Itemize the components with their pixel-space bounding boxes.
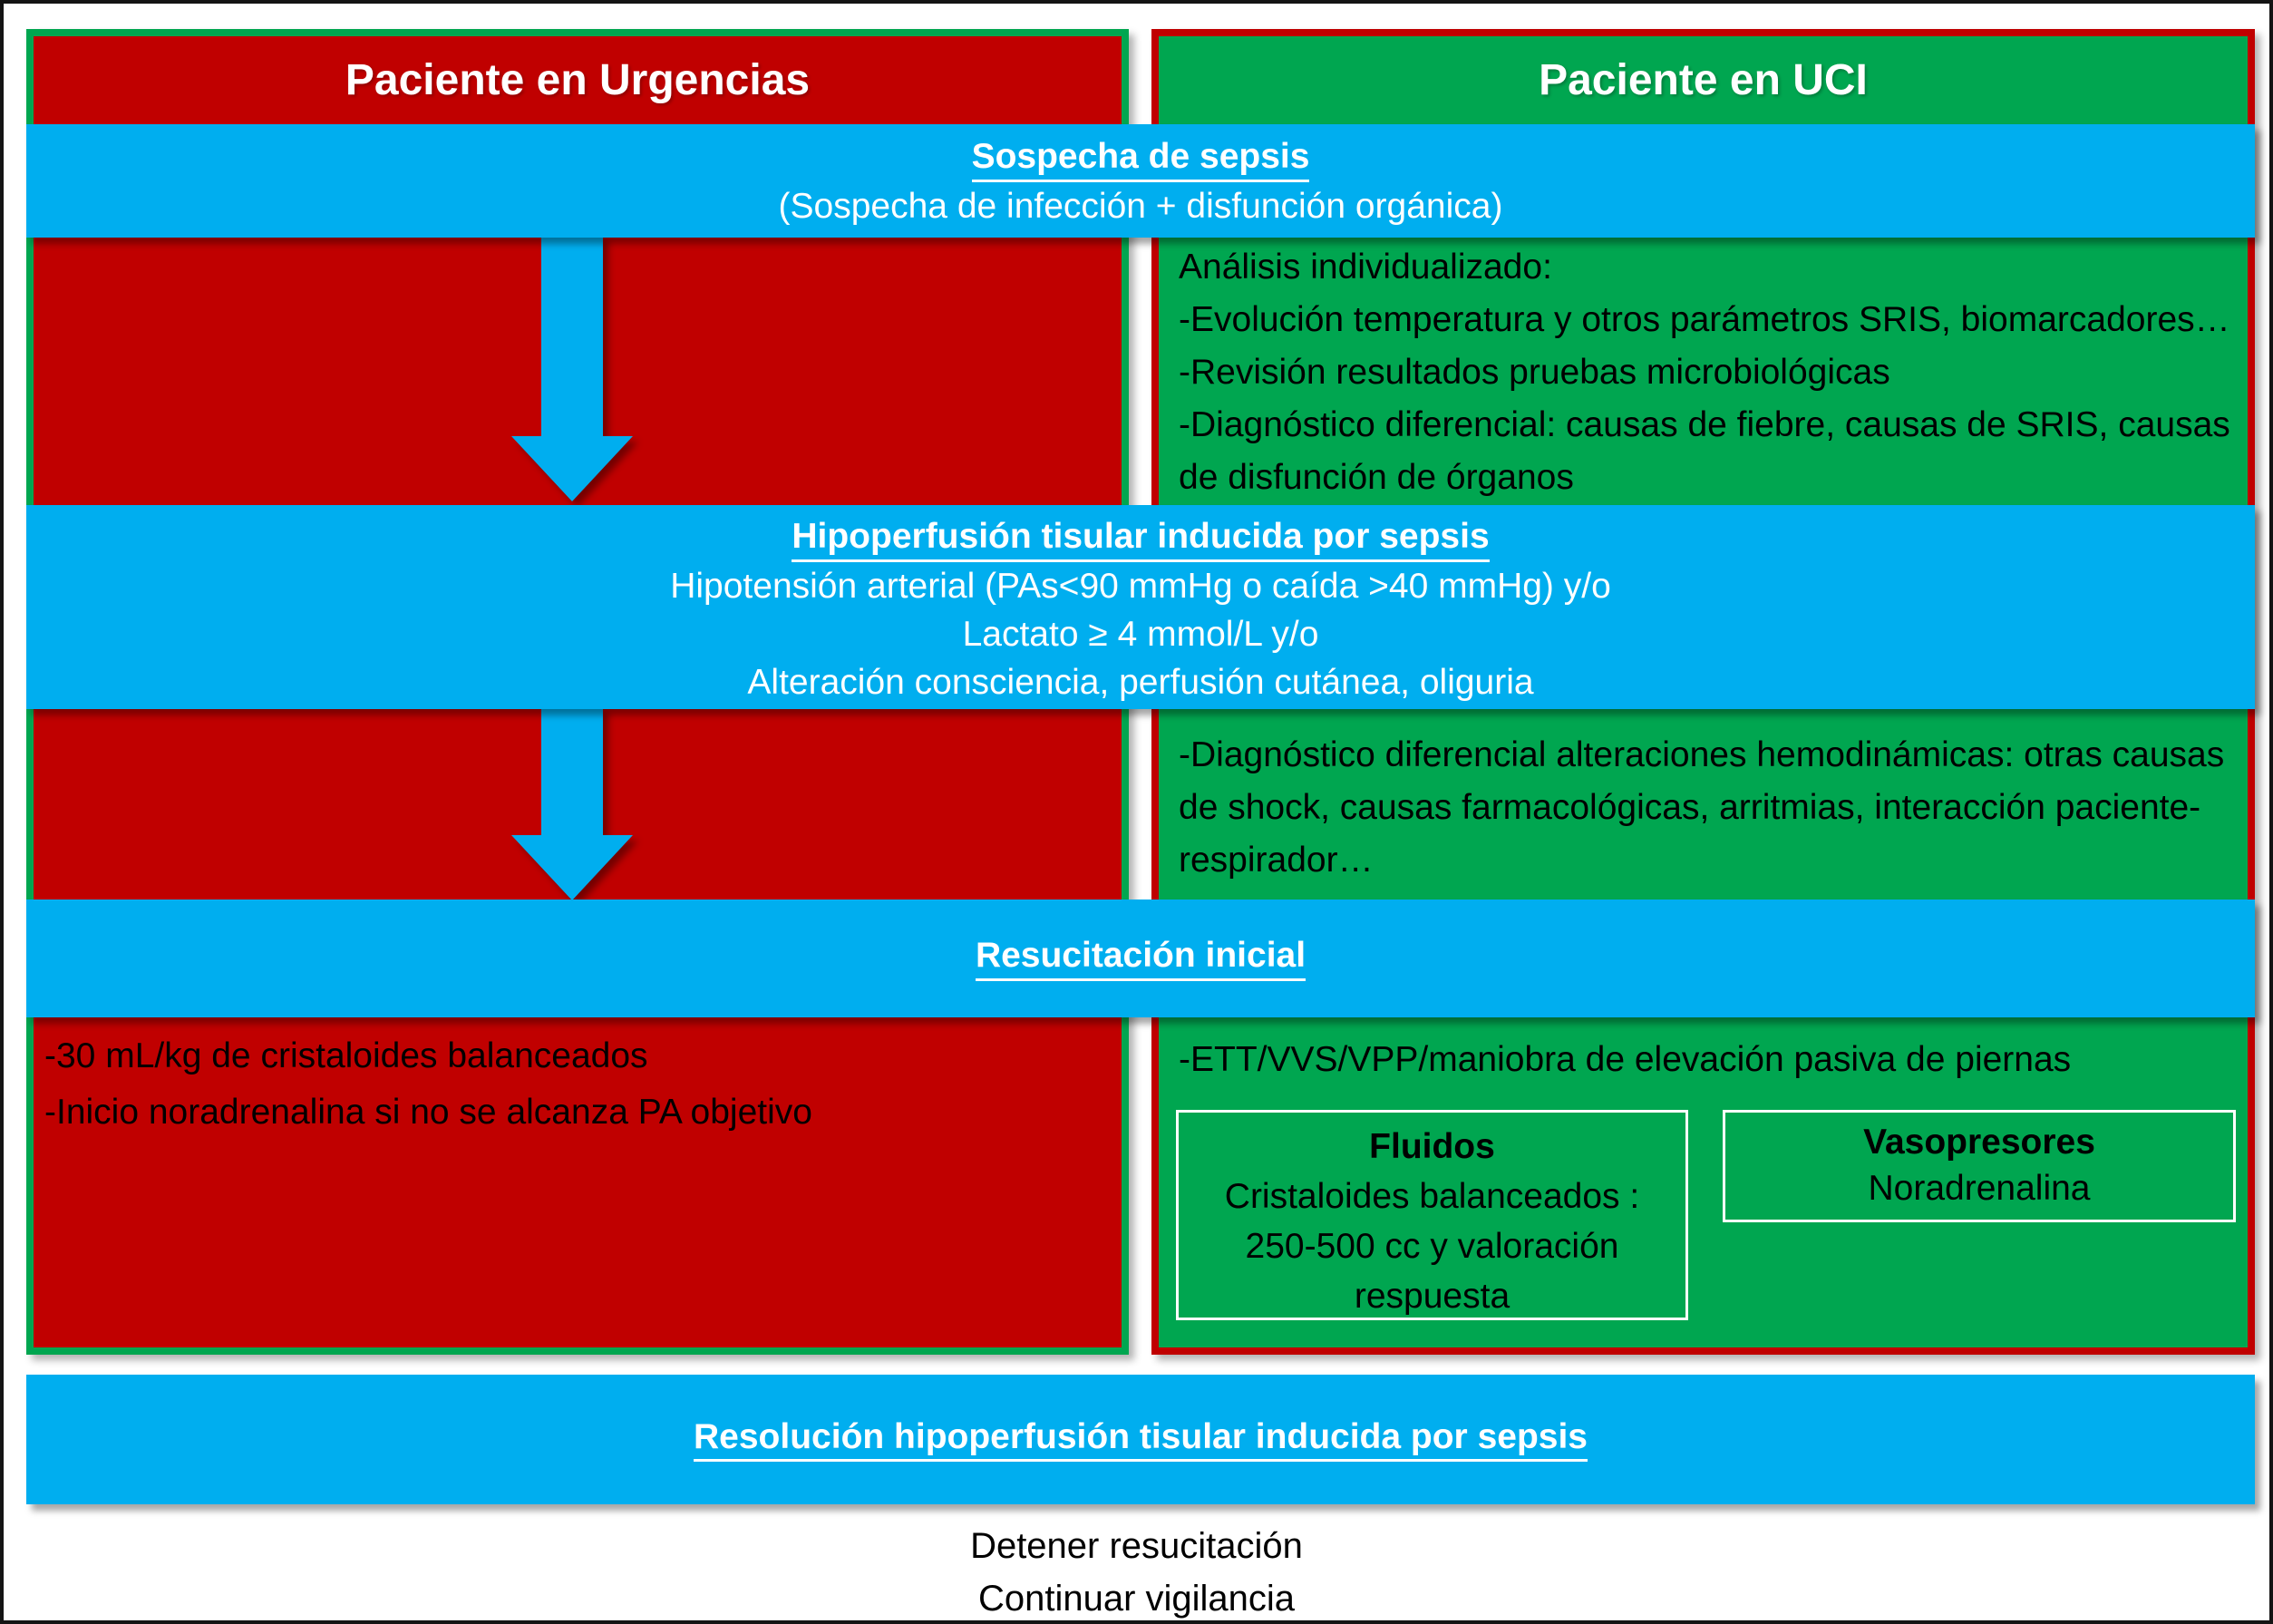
vasopresores-box-title: Vasopresores — [1863, 1123, 2095, 1162]
band-resolucion-hipoperfusion: Resolución hipoperfusión tisular inducid… — [26, 1375, 2255, 1504]
uci-analysis-text: Análisis individualizado: -Evolución tem… — [1179, 241, 2241, 504]
fluidos-box-line: 250-500 cc y valoración — [1245, 1227, 1619, 1266]
footer-text: Detener resucitación Continuar vigilanci… — [4, 1520, 2269, 1620]
vasopresores-box-line: Noradrenalina — [1868, 1169, 2091, 1208]
band-line: Lactato ≥ 4 mmol/L y/o — [962, 614, 1319, 654]
fluidos-box-line: Cristaloides balanceados : — [1224, 1177, 1640, 1216]
fluidos-box-line: respuesta — [1354, 1277, 1510, 1316]
arrow-shaft — [541, 707, 603, 836]
uci-ett-text: -ETT/VVS/VPP/maniobra de elevación pasiv… — [1179, 1034, 2241, 1086]
uci-hemodynamic-text: -Diagnóstico diferencial alteraciones he… — [1179, 729, 2238, 887]
hemodynamic-line: -Diagnóstico diferencial alteraciones he… — [1179, 735, 2225, 880]
band-title: Resucitación inicial — [975, 936, 1306, 981]
arrow-head — [511, 835, 633, 900]
band-title: Hipoperfusión tisular inducida por sepsi… — [26, 512, 2255, 562]
band-line: Hipotensión arterial (PAs<90 mmHg o caíd… — [670, 566, 1611, 606]
uci-column-title: Paciente en UCI — [1539, 56, 1868, 104]
band-title: Resolución hipoperfusión tisular inducid… — [694, 1417, 1588, 1463]
ett-line: -ETT/VVS/VPP/maniobra de elevación pasiv… — [1179, 1040, 2072, 1079]
footer-line: Detener resucitación — [970, 1526, 1303, 1566]
footer-line: Continuar vigilancia — [977, 1579, 1296, 1619]
arrow-shaft — [541, 236, 603, 437]
arrow-head — [511, 436, 633, 501]
band-line: Alteración consciencia, perfusión cutáne… — [747, 662, 1534, 702]
fluidos-box: Fluidos Cristaloides balanceados : 250-5… — [1176, 1110, 1688, 1320]
resuscitation-line: -30 mL/kg de cristaloides balanceados — [44, 1036, 648, 1075]
analysis-line: -Diagnóstico diferencial: causas de fieb… — [1179, 405, 2230, 497]
band-title: Sospecha de sepsis — [26, 132, 2255, 182]
fluidos-box-title: Fluidos — [1369, 1127, 1495, 1166]
analysis-line: -Evolución temperatura y otros parámetro… — [1179, 300, 2230, 339]
band-hipoperfusion-tisular: Hipoperfusión tisular inducida por sepsi… — [26, 505, 2255, 709]
resuscitation-line: -Inicio noradrenalina si no se alcanza P… — [44, 1093, 812, 1132]
analysis-line: -Revisión resultados pruebas microbiológ… — [1179, 353, 1890, 392]
urgencias-resuscitation-text: -30 mL/kg de cristaloides balanceados -I… — [44, 1028, 1092, 1141]
urgencias-column-title: Paciente en Urgencias — [345, 56, 811, 104]
band-subtitle: (Sospecha de infección + disfunción orgá… — [778, 186, 1503, 226]
vasopresores-box: Vasopresores Noradrenalina — [1723, 1110, 2236, 1222]
band-sospecha-de-sepsis: Sospecha de sepsis (Sospecha de infecció… — [26, 124, 2255, 238]
down-arrow-icon — [511, 707, 633, 900]
analysis-line: Análisis individualizado: — [1179, 248, 1552, 287]
band-resucitacion-inicial: Resucitación inicial — [26, 900, 2255, 1017]
down-arrow-icon — [511, 236, 633, 501]
